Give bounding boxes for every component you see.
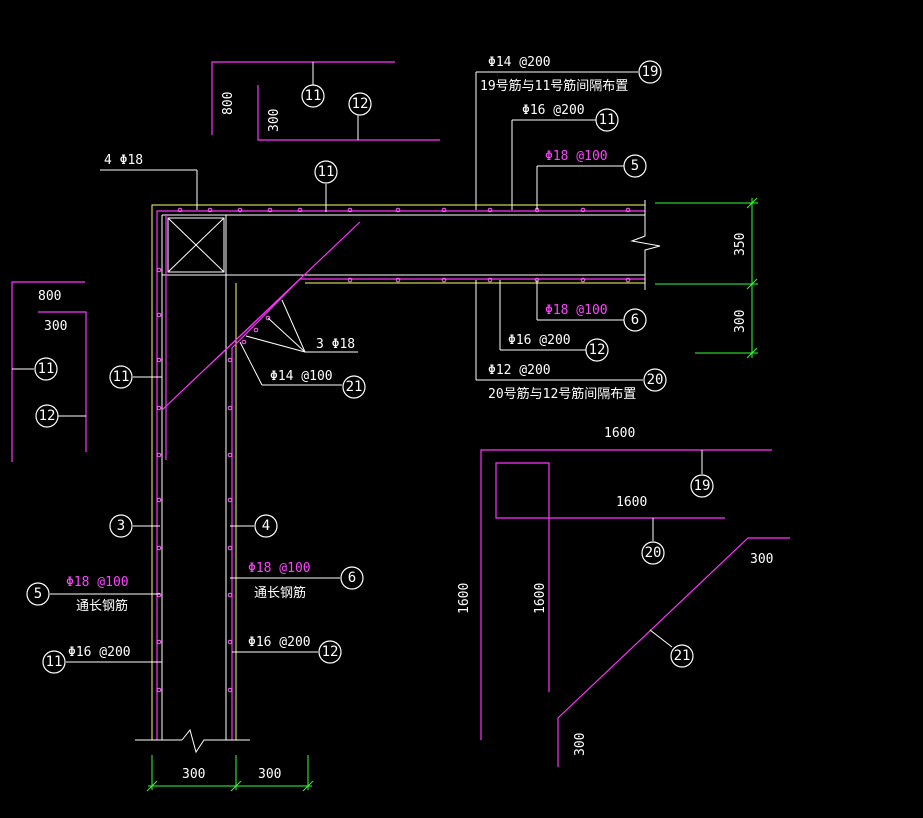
beam-bottom-annotations: Φ18 @100 6 Φ16 @200 12 Φ12 @200 20号筋与12号… xyxy=(239,280,667,402)
label-4phi18: 4 Φ18 xyxy=(104,153,143,168)
mark-12-leftdet: 12 xyxy=(39,408,56,424)
mark-11-top: 11 xyxy=(305,88,322,104)
column-annotations: 11 3 4 5 Φ18 @100 通长钢筋 6 Φ18 @100 通长钢筋 1… xyxy=(26,365,364,674)
dim-350: 350 xyxy=(733,233,748,256)
dim-300-top: 300 xyxy=(267,109,282,132)
dim-1600-a: 1600 xyxy=(604,426,635,441)
mark-21-mid: 21 xyxy=(346,379,363,395)
mark-21-det: 21 xyxy=(674,648,691,664)
main-frame xyxy=(135,200,661,754)
dim-300-diag: 300 xyxy=(750,552,773,567)
mark-11-col: 11 xyxy=(113,369,130,385)
label-left-phi18-100: Φ18 @100 xyxy=(66,575,129,590)
mark-20-r: 20 xyxy=(647,372,664,388)
label-phi16-200-top: Φ16 @200 xyxy=(522,103,585,118)
mark-6-right: 6 xyxy=(348,570,356,586)
mark-11-leftdet: 11 xyxy=(38,361,55,377)
label-right-tongchang: 通长钢筋 xyxy=(254,585,306,601)
mark-5-left: 5 xyxy=(34,586,42,602)
label-3phi18: 3 Φ18 xyxy=(316,337,355,352)
dim-300-left: 300 xyxy=(44,319,67,334)
label-phi14-100: Φ14 @100 xyxy=(270,369,333,384)
label-phi18-100-top: Φ18 @100 xyxy=(545,149,608,164)
mark-11-r: 11 xyxy=(599,112,616,128)
bottom-dimensions: 300 300 xyxy=(146,755,314,792)
dim-1600-v2: 1600 xyxy=(533,583,548,614)
label-note-19: 19号筋与11号筋间隔布置 xyxy=(480,78,628,94)
mark-19-det: 19 xyxy=(694,478,711,494)
dim-1600-v1: 1600 xyxy=(457,583,472,614)
mark-3: 3 xyxy=(117,518,125,534)
dim-300-right: 300 xyxy=(733,310,748,333)
mark-20-det: 20 xyxy=(645,545,662,561)
mark-4: 4 xyxy=(262,518,270,534)
dim-800-top: 800 xyxy=(221,92,236,115)
mark-6-r: 6 xyxy=(631,312,639,328)
label-right-phi18-100: Φ18 @100 xyxy=(248,561,311,576)
label-phi12-200: Φ12 @200 xyxy=(488,363,551,378)
label-phi14-200-top: Φ14 @200 xyxy=(488,55,551,70)
mark-19: 19 xyxy=(642,64,659,80)
top-bar-detail: 800 300 11 12 xyxy=(211,61,440,141)
mark-11-left: 11 xyxy=(46,654,63,670)
right-dimensions: 350 300 xyxy=(655,197,758,359)
mark-12-right: 12 xyxy=(322,644,339,660)
top-right-annotations: Φ14 @200 19号筋与11号筋间隔布置 19 Φ16 @200 11 Φ1… xyxy=(100,55,662,212)
dim-300-bot1: 300 xyxy=(182,767,205,782)
label-left-phi16-200: Φ16 @200 xyxy=(68,645,131,660)
bar-shape-details: 1600 1600 1600 1600 300 300 19 20 21 xyxy=(457,426,790,767)
label-note-20: 20号筋与12号筋间隔布置 xyxy=(488,386,636,402)
mark-11-beam: 11 xyxy=(318,164,335,180)
dim-300-bot2: 300 xyxy=(258,767,281,782)
mark-12-top: 12 xyxy=(352,96,369,112)
label-phi18-100-bot: Φ18 @100 xyxy=(545,303,608,318)
dim-300-diag-bot: 300 xyxy=(573,733,588,756)
label-left-tongchang: 通长钢筋 xyxy=(76,598,128,614)
left-bar-detail: 800 300 11 12 xyxy=(11,281,87,462)
label-phi16-200-mid: Φ16 @200 xyxy=(508,333,571,348)
dim-1600-b: 1600 xyxy=(616,495,647,510)
label-right-phi16-200: Φ16 @200 xyxy=(248,635,311,650)
dim-800-left: 800 xyxy=(38,289,61,304)
rebar-dots xyxy=(156,207,631,693)
mark-12-r: 12 xyxy=(589,342,606,358)
mark-5-r: 5 xyxy=(631,158,639,174)
